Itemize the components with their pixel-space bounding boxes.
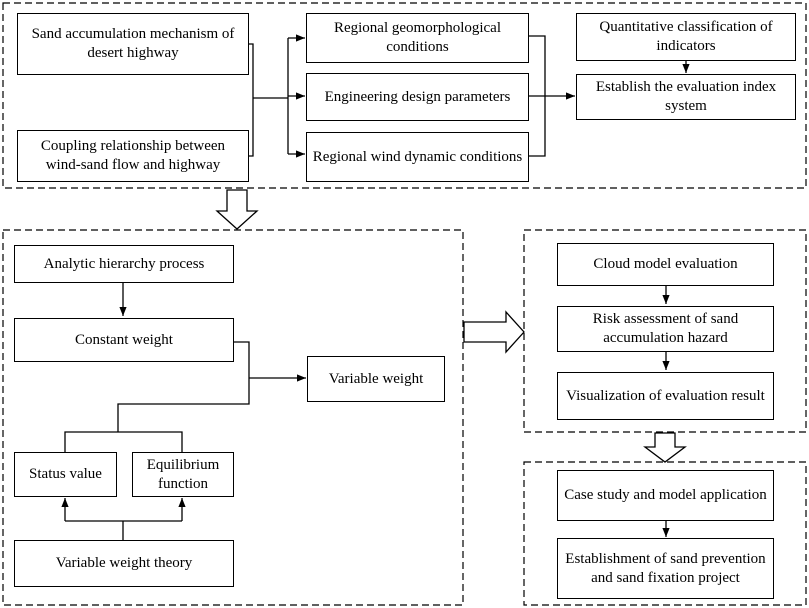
engineering-box: Engineering design parameters: [306, 73, 529, 121]
connector-constant-side: [117, 341, 250, 432]
case-study-box: Case study and model application: [557, 470, 774, 521]
variable-weight-theory-box: Variable weight theory: [14, 540, 234, 587]
ahp-label: Analytic hierarchy process: [43, 255, 205, 272]
application-group-frame: [523, 461, 807, 606]
variable-weight-theory-label: Variable weight theory: [55, 555, 193, 571]
hollow-arrow-down-right: [643, 432, 687, 463]
visualization-box: Visualization of evaluation result: [557, 372, 774, 420]
coupling-label: Coupling relationship between wind-sand …: [40, 138, 226, 173]
hollow-arrow-right: [463, 310, 525, 354]
connector-status-equilibrium-top: [64, 431, 183, 452]
equilibrium-label: Equilibrium function: [146, 456, 220, 492]
status-value-box: Status value: [14, 452, 117, 497]
sand-accumulation-box: Sand accumulation mechanism of desert hi…: [17, 13, 249, 75]
risk-assessment-box: Risk assessment of sand accumulation haz…: [557, 306, 774, 352]
risk-assessment-label: Risk assessment of sand accumulation haz…: [592, 311, 739, 346]
hollow-arrow-down-top: [215, 189, 259, 230]
wind-dynamic-label: Regional wind dynamic conditions: [312, 148, 523, 165]
sand-prevention-box: Establishment of sand prevention and san…: [557, 538, 774, 599]
geomorphological-label: Regional geomorphological conditions: [333, 20, 502, 55]
variable-weight-box: Variable weight: [307, 356, 445, 402]
variable-weight-label: Variable weight: [328, 370, 424, 387]
status-value-label: Status value: [29, 466, 102, 482]
geomorphological-box: Regional geomorphological conditions: [306, 13, 529, 63]
ahp-box: Analytic hierarchy process: [14, 245, 234, 283]
sand-accumulation-label: Sand accumulation mechanism of desert hi…: [31, 26, 235, 61]
constant-weight-label: Constant weight: [75, 331, 173, 348]
wind-dynamic-box: Regional wind dynamic conditions: [306, 132, 529, 182]
equilibrium-box: Equilibrium function: [132, 452, 234, 497]
coupling-box: Coupling relationship between wind-sand …: [17, 130, 249, 182]
engineering-label: Engineering design parameters: [324, 88, 511, 105]
index-system-label: Establish the evaluation index system: [595, 79, 777, 114]
cloud-model-box: Cloud model evaluation: [557, 243, 774, 286]
connector-theory-split: [65, 520, 182, 540]
case-study-label: Case study and model application: [564, 487, 767, 503]
top-group-frame: [2, 2, 807, 189]
index-system-box: Establish the evaluation index system: [576, 74, 796, 120]
quantitative-box: Quantitative classification of indicator…: [576, 13, 796, 61]
visualization-label: Visualization of evaluation result: [566, 387, 765, 404]
cloud-model-label: Cloud model evaluation: [593, 256, 738, 272]
sand-prevention-label: Establishment of sand prevention and san…: [565, 550, 766, 586]
quantitative-label: Quantitative classification of indicator…: [599, 19, 773, 54]
constant-weight-box: Constant weight: [14, 318, 234, 362]
connector-sand-to-bus: [249, 43, 254, 157]
